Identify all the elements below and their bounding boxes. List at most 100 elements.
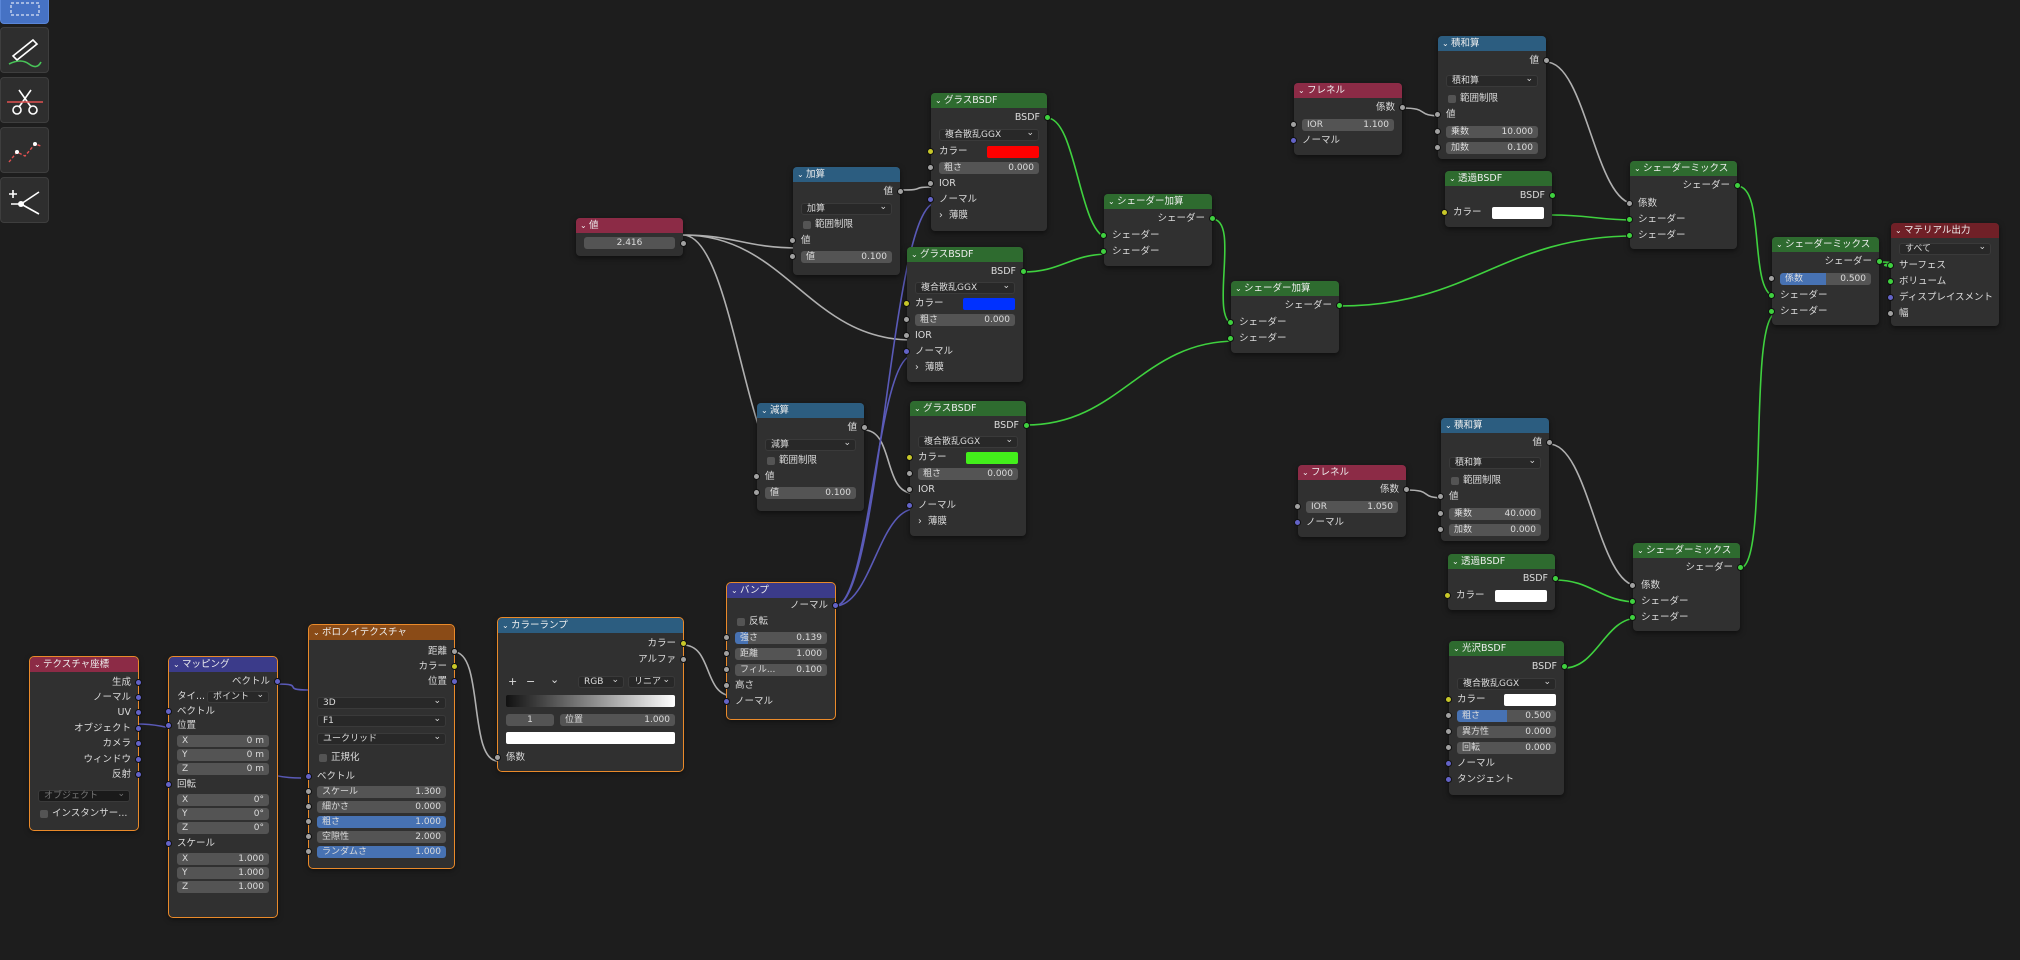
node-header[interactable]: ⌄シェーダーミックス bbox=[1633, 543, 1740, 558]
socket[interactable] bbox=[680, 656, 687, 663]
socket[interactable] bbox=[1445, 712, 1452, 719]
thin-film-row[interactable]: › 薄膜 bbox=[939, 210, 968, 221]
collapse-chevron-icon[interactable]: ⌄ bbox=[761, 406, 768, 415]
socket[interactable] bbox=[1227, 335, 1234, 342]
socket[interactable] bbox=[1227, 319, 1234, 326]
socket[interactable] bbox=[451, 663, 458, 670]
node-header[interactable]: ⌄積和算 bbox=[1441, 418, 1549, 433]
color-swatch[interactable] bbox=[1504, 694, 1556, 706]
socket[interactable] bbox=[1437, 526, 1444, 533]
node-header[interactable]: ⌄グラスBSDF bbox=[907, 247, 1023, 262]
socket[interactable] bbox=[903, 316, 910, 323]
socket[interactable] bbox=[1044, 114, 1051, 121]
socket[interactable] bbox=[494, 754, 501, 761]
collapse-chevron-icon[interactable]: ⌄ bbox=[1302, 468, 1309, 477]
socket[interactable] bbox=[1887, 294, 1894, 301]
color-swatch[interactable] bbox=[963, 298, 1015, 310]
dimensions-dropdown[interactable]: 3D bbox=[317, 696, 446, 709]
color-swatch[interactable] bbox=[987, 146, 1039, 158]
collapse-chevron-icon[interactable]: ⌄ bbox=[1449, 174, 1456, 183]
socket[interactable] bbox=[927, 148, 934, 155]
glass-bsdf-node-green[interactable]: ⌄グラスBSDF BSDF 複合散乱GGX カラー 粗さ0.000 IOR ノー… bbox=[906, 401, 1030, 536]
socket[interactable] bbox=[165, 722, 172, 729]
collapse-chevron-icon[interactable]: ⌄ bbox=[1298, 86, 1305, 95]
reroute-tool[interactable] bbox=[0, 177, 49, 223]
collapse-chevron-icon[interactable]: ⌄ bbox=[173, 660, 180, 669]
socket[interactable] bbox=[680, 640, 687, 647]
interpolation-dropdown[interactable]: リニア bbox=[628, 675, 675, 688]
socket[interactable] bbox=[723, 682, 730, 689]
color-swatch[interactable] bbox=[966, 452, 1018, 464]
clamp-checkbox[interactable] bbox=[1448, 95, 1456, 103]
socket[interactable] bbox=[789, 237, 796, 244]
socket[interactable] bbox=[451, 678, 458, 685]
socket[interactable] bbox=[723, 650, 730, 657]
socket[interactable] bbox=[165, 708, 172, 715]
socket[interactable] bbox=[135, 725, 142, 732]
socket[interactable] bbox=[135, 756, 142, 763]
color-mode-dropdown[interactable]: RGB bbox=[578, 675, 624, 688]
node-header[interactable]: ⌄グラスBSDF bbox=[910, 401, 1026, 416]
node-header[interactable]: ⌄テクスチャ座標 bbox=[30, 657, 138, 672]
socket[interactable] bbox=[1437, 493, 1444, 500]
color-swatch[interactable] bbox=[1492, 207, 1544, 219]
distribution-dropdown[interactable]: 複合散乱GGX bbox=[939, 128, 1039, 141]
socket[interactable] bbox=[135, 679, 142, 686]
invert-checkbox[interactable] bbox=[737, 618, 745, 626]
socket[interactable] bbox=[1434, 144, 1441, 151]
collapse-chevron-icon[interactable]: ⌄ bbox=[731, 586, 738, 595]
socket[interactable] bbox=[1445, 744, 1452, 751]
socket[interactable] bbox=[1737, 564, 1744, 571]
node-header[interactable]: ⌄シェーダー加算 bbox=[1231, 281, 1339, 296]
socket[interactable] bbox=[1399, 104, 1406, 111]
distribution-dropdown[interactable]: 複合散乱GGX bbox=[918, 435, 1018, 448]
collapse-chevron-icon[interactable]: ⌄ bbox=[1634, 164, 1641, 173]
socket[interactable] bbox=[135, 694, 142, 701]
socket[interactable] bbox=[1561, 663, 1568, 670]
operation-dropdown[interactable]: 減算 bbox=[765, 438, 856, 451]
socket[interactable] bbox=[1290, 137, 1297, 144]
socket[interactable] bbox=[861, 424, 868, 431]
socket[interactable] bbox=[1734, 182, 1741, 189]
value-field[interactable]: 2.416 bbox=[584, 237, 675, 249]
socket[interactable] bbox=[903, 348, 910, 355]
socket[interactable] bbox=[1290, 121, 1297, 128]
distribution-dropdown[interactable]: 複合散乱GGX bbox=[1457, 677, 1556, 690]
collapse-chevron-icon[interactable]: ⌄ bbox=[1235, 284, 1242, 293]
collapse-chevron-icon[interactable]: ⌄ bbox=[34, 660, 41, 669]
socket[interactable] bbox=[1403, 486, 1410, 493]
socket[interactable] bbox=[832, 602, 839, 609]
socket[interactable] bbox=[1023, 422, 1030, 429]
socket[interactable] bbox=[1626, 232, 1633, 239]
target-dropdown[interactable]: すべて bbox=[1899, 242, 1991, 255]
stop-index-field[interactable]: 1 bbox=[506, 714, 554, 726]
socket[interactable] bbox=[1437, 510, 1444, 517]
socket[interactable] bbox=[753, 473, 760, 480]
socket[interactable] bbox=[1629, 614, 1636, 621]
node-header[interactable]: ⌄シェーダーミックス bbox=[1630, 161, 1737, 176]
collapse-chevron-icon[interactable]: ⌄ bbox=[1776, 240, 1783, 249]
transparent-bsdf-node-1[interactable]: ⌄透過BSDF BSDF カラー bbox=[1441, 171, 1556, 227]
collapse-chevron-icon[interactable]: ⌄ bbox=[1637, 546, 1644, 555]
socket[interactable] bbox=[1209, 215, 1216, 222]
socket[interactable] bbox=[927, 164, 934, 171]
instancer-checkbox[interactable] bbox=[40, 810, 48, 818]
socket[interactable] bbox=[1549, 192, 1556, 199]
collapse-chevron-icon[interactable]: ⌄ bbox=[580, 221, 587, 230]
